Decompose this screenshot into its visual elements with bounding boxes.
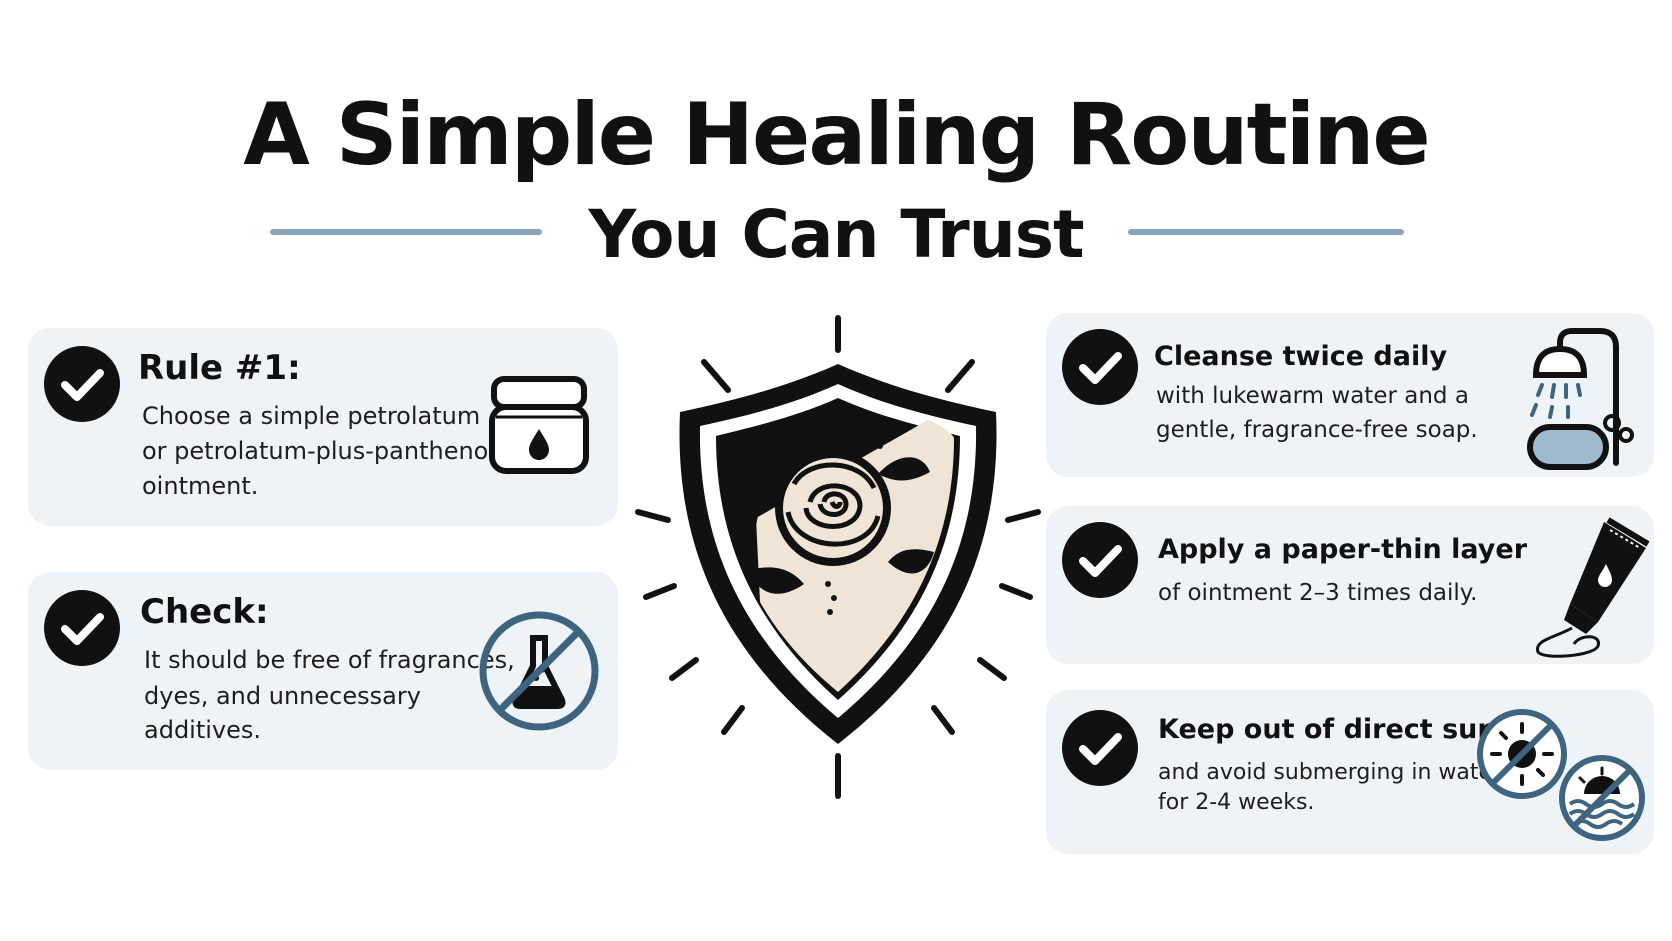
card-text-line: dyes, and unnecessary: [144, 682, 421, 710]
no-sun-icon: [1477, 709, 1567, 799]
card-text-line: and avoid submerging in water: [1158, 760, 1502, 785]
card-heading: Cleanse twice daily: [1154, 341, 1448, 372]
check-icon: [1062, 710, 1138, 786]
card-text-line: ointment.: [142, 472, 259, 500]
ointment-jar-icon: [489, 376, 589, 474]
cleanse-card: Cleanse twice daily with lukewarm water …: [1046, 313, 1654, 477]
title-rule-left: [270, 229, 542, 235]
check-icon: [44, 346, 120, 422]
card-heading: Keep out of direct sun: [1158, 714, 1497, 745]
card-heading: Check:: [140, 592, 269, 632]
apply-card: Apply a paper-thin layer of ointment 2–3…: [1046, 506, 1654, 664]
check-icon: [44, 590, 120, 666]
title-rule-right: [1128, 229, 1404, 235]
card-text-line: of ointment 2–3 times daily.: [1158, 580, 1478, 606]
card-heading: Apply a paper-thin layer: [1158, 534, 1528, 565]
card-text-line: with lukewarm water and a: [1156, 383, 1469, 409]
no-water-icon: [1559, 755, 1645, 841]
check-icon: [1062, 329, 1138, 405]
shield-rose-tattoo-icon: [635, 315, 1041, 799]
check-card: Check: It should be free of fragrances, …: [28, 572, 618, 770]
card-heading: Rule #1:: [138, 348, 301, 388]
shower-soap-icon: [1527, 328, 1634, 470]
page-title: A Simple Healing Routine: [243, 85, 1431, 185]
card-text-line: additives.: [144, 716, 262, 744]
card-text-line: gentle, fragrance-free soap.: [1156, 417, 1478, 443]
rule-card: Rule #1: Choose a simple petrolatum or p…: [28, 328, 618, 526]
ointment-tube-icon: [1536, 517, 1650, 658]
card-text-line: Choose a simple petrolatum: [142, 402, 481, 430]
card-text-line: It should be free of fragrances,: [144, 646, 515, 674]
sun-card: Keep out of direct sun and avoid submerg…: [1046, 690, 1654, 854]
no-chemicals-icon: [479, 611, 599, 731]
check-icon: [1062, 522, 1138, 598]
card-text-line: or petrolatum-plus-panthenol: [142, 437, 496, 465]
page-subtitle: You Can Trust: [588, 196, 1084, 273]
card-text-line: for 2-4 weeks.: [1158, 790, 1315, 815]
